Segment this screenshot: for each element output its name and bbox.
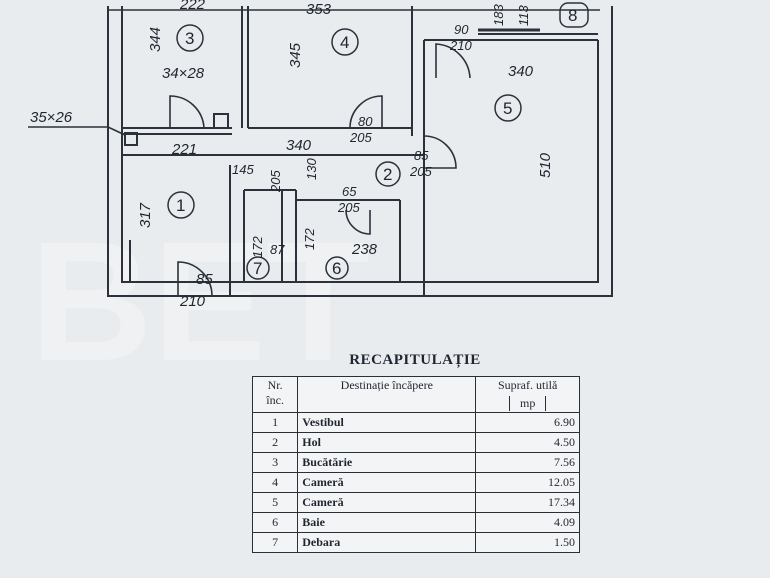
dim-label: 113	[516, 5, 531, 26]
row-name: Bucătărie	[297, 452, 477, 473]
header-unit: mp	[509, 396, 547, 411]
table-row: 1 Vestibul 6.90	[251, 412, 580, 433]
row-name: Baie	[297, 512, 477, 533]
dim-label: 130	[304, 158, 319, 180]
header-inc-label: înc.	[266, 393, 284, 407]
row-nr: 7	[251, 532, 299, 553]
row-name: Vestibul	[297, 412, 477, 433]
room-number-1: 1	[176, 196, 185, 215]
dim-label: 353	[306, 1, 332, 18]
dim-label: 85	[196, 271, 213, 288]
room-number-2: 2	[383, 165, 392, 184]
dim-label: 238	[351, 241, 378, 258]
dim-label: 145	[232, 162, 254, 177]
row-nr: 5	[251, 492, 299, 513]
header-nr-label: Nr.	[267, 378, 283, 392]
watermark-text: BET	[30, 207, 370, 397]
door-arc-entrance	[177, 261, 213, 297]
header-nr: Nr. înc.	[251, 376, 299, 413]
row-name: Hol	[297, 432, 477, 453]
dim-label: 183	[491, 4, 506, 26]
door-arc-room4	[349, 95, 383, 129]
row-area: 17.34	[475, 492, 580, 513]
row-area: 7.56	[475, 452, 580, 473]
room-number-5: 5	[503, 99, 512, 118]
outer-wall	[107, 6, 613, 297]
table-header-row: Nr. înc. Destinație încăpere Supraf. uti…	[251, 376, 580, 413]
dim-label: 172	[302, 228, 317, 250]
dim-label: 90	[454, 22, 469, 37]
row-area: 12.05	[475, 472, 580, 493]
door-arc-bath	[345, 209, 371, 235]
row-name: Cameră	[297, 492, 477, 513]
dim-label: 222	[179, 0, 206, 13]
row-area: 1.50	[475, 532, 580, 553]
outer-wall-inner	[121, 6, 599, 283]
dim-label: 205	[337, 200, 360, 215]
header-surface: Supraf. utilă mp	[475, 376, 580, 413]
dim-label: 340	[508, 63, 534, 80]
table-row: 6 Baie 4.09	[251, 512, 580, 533]
dim-label: 205	[349, 130, 372, 145]
dim-label: 34×28	[162, 65, 205, 82]
table-row: 2 Hol 4.50	[251, 432, 580, 453]
row-name: Debara	[297, 532, 477, 553]
row-nr: 4	[251, 472, 299, 493]
recap-table: Nr. înc. Destinație încăpere Supraf. uti…	[251, 376, 580, 553]
room-number-4: 4	[340, 33, 349, 52]
row-nr: 6	[251, 512, 299, 533]
ventilation-shaft	[124, 132, 138, 146]
dim-label: 205	[268, 170, 283, 193]
dim-label: 344	[147, 27, 164, 52]
dim-label: 340	[286, 137, 312, 154]
dim-label: 80	[358, 114, 373, 129]
room-number-3: 3	[185, 29, 194, 48]
header-destination: Destinație încăpere	[297, 376, 477, 413]
dim-label: 210	[179, 293, 206, 310]
dim-label: 85	[414, 148, 429, 163]
table-row: 3 Bucătărie 7.56	[251, 452, 580, 473]
table-row: 7 Debara 1.50	[251, 532, 580, 553]
dim-label: 510	[537, 152, 554, 178]
row-nr: 3	[251, 452, 299, 473]
row-area: 6.90	[475, 412, 580, 433]
table-row: 5 Cameră 17.34	[251, 492, 580, 513]
dim-label: 35×26	[30, 109, 73, 126]
recap-title: RECAPITULAȚIE	[349, 352, 481, 368]
table-row: 4 Cameră 12.05	[251, 472, 580, 493]
dim-label: 65	[342, 184, 357, 199]
dim-label: 221	[171, 141, 197, 158]
dim-label: 172	[250, 236, 265, 258]
dim-label: 205	[409, 164, 432, 179]
row-name: Cameră	[297, 472, 477, 493]
dim-label: 345	[287, 42, 304, 68]
dim-label: 317	[137, 202, 154, 228]
door-arc-kitchen	[169, 95, 205, 129]
row-area: 4.09	[475, 512, 580, 533]
door-arc-hol	[423, 135, 457, 169]
room-number-7: 7	[253, 259, 262, 278]
dim-label: 87	[270, 242, 285, 257]
door-arc-room5	[435, 43, 471, 79]
header-surface-label: Supraf. utilă	[498, 378, 558, 392]
row-nr: 2	[251, 432, 299, 453]
row-area: 4.50	[475, 432, 580, 453]
room-number-8: 8	[568, 6, 577, 25]
room-number-6: 6	[332, 259, 341, 278]
row-nr: 1	[251, 412, 299, 433]
dim-label: 210	[449, 38, 472, 53]
